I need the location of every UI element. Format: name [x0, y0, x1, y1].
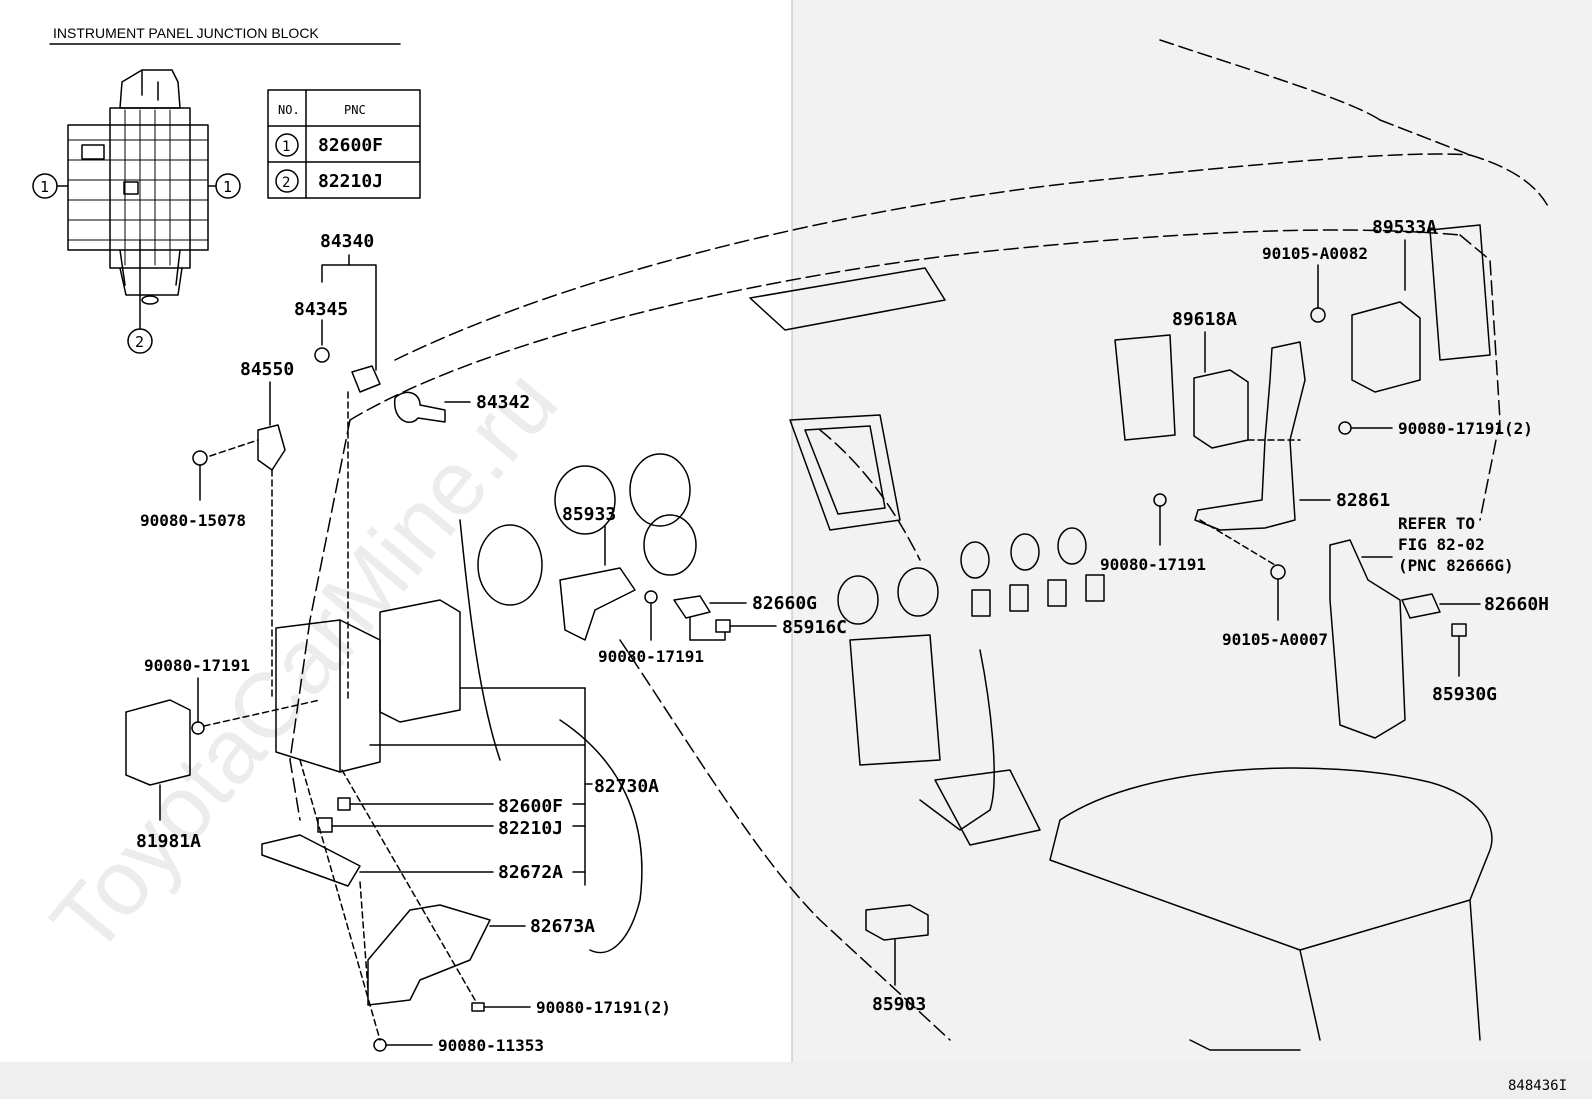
part-85933-label: 85933: [562, 504, 616, 525]
part-84345-label: 84345: [294, 299, 348, 320]
dashboard-details: [459, 224, 1493, 1051]
part-90080-17191-c-label: 90080-17191: [1100, 555, 1206, 574]
callout-1-left: 1: [40, 178, 49, 196]
part-84342-switch: [394, 391, 446, 423]
dashboard-outline: [289, 39, 1551, 1041]
part-82660H-label: 82660H: [1484, 594, 1549, 615]
part-90080-11353-label: 90080-11353: [438, 1036, 544, 1055]
refer-note-line-2: FIG 82-02: [1398, 535, 1485, 554]
refer-note-line-3: (PNC 82666G): [1398, 556, 1514, 575]
figure-id: 848436I: [1508, 1078, 1567, 1094]
part-90105-A0007-label: 90105-A0007: [1222, 630, 1328, 649]
part-90105-A0082-label: 90105-A0082: [1262, 244, 1368, 263]
part-82673A-bracket: [367, 904, 491, 1006]
part-82660H-relay: [1401, 593, 1441, 619]
part-90080-17191-2a-label: 90080-17191(2): [536, 998, 671, 1017]
part-90080-17191-2b-label: 90080-17191(2): [1398, 419, 1533, 438]
part-82660G-label: 82660G: [752, 593, 817, 614]
part-82730A-label: 82730A: [594, 776, 659, 797]
junction-board: [379, 599, 461, 723]
part-82861-label: 82861: [1336, 490, 1390, 511]
part-90080-17191-b-label: 90080-17191: [598, 647, 704, 666]
part-90080-15078-label: 90080-15078: [140, 511, 246, 530]
part-85933-bracket: [559, 567, 636, 641]
part-84345-nut: [314, 347, 330, 363]
pnc-row-1-value: 82600F: [318, 135, 383, 156]
pnc-row-2-no: 2: [282, 175, 290, 191]
part-85930G-label: 85930G: [1432, 684, 1497, 705]
part-84340-label: 84340: [320, 231, 374, 252]
part-89618A-label: 89618A: [1172, 309, 1237, 330]
part-82660G-relay: [673, 595, 711, 619]
part-84342-label: 84342: [476, 392, 530, 413]
part-85903-module: [865, 904, 929, 941]
part-82673A-label: 82673A: [530, 916, 595, 937]
pnc-row-1-no: 1: [282, 139, 290, 155]
callout-2: 2: [135, 333, 144, 351]
part-84550-switch: [257, 424, 286, 471]
part-82672A-cover: [261, 834, 361, 887]
callout-1-right: 1: [223, 178, 232, 196]
part-90080-17191-a-label: 90080-17191: [144, 656, 250, 675]
pnc-table-header-no: NO.: [278, 103, 300, 117]
fuse-bracket-right: [1329, 539, 1406, 739]
refer-note-line-1: REFER TO: [1398, 514, 1475, 533]
shaded-background: [792, 0, 1592, 1062]
part-81981A-label: 81981A: [136, 831, 201, 852]
part-82210J-label: 82210J: [498, 818, 563, 839]
part-89533A-module: [1351, 301, 1421, 393]
part-85903-label: 85903: [872, 994, 926, 1015]
part-84550-label: 84550: [240, 359, 294, 380]
part-89533A-label: 89533A: [1372, 217, 1437, 238]
diagram-title: INSTRUMENT PANEL JUNCTION BLOCK: [53, 25, 319, 41]
pnc-table: NO. PNC 1 82600F 2 82210J: [267, 89, 421, 199]
junction-block-drawing: [67, 69, 209, 305]
footer-bar: [0, 1062, 1592, 1099]
part-82672A-label: 82672A: [498, 862, 563, 883]
part-81981A-relay: [125, 699, 191, 786]
part-89618A-module: [1193, 369, 1249, 449]
pnc-table-header-pnc: PNC: [344, 103, 366, 117]
part-82600F-label: 82600F: [498, 796, 563, 817]
pnc-row-2-value: 82210J: [318, 171, 383, 192]
part-82861-bracket: [1194, 341, 1306, 531]
part-85916C-label: 85916C: [782, 617, 847, 638]
part-84340-switch: [351, 365, 381, 393]
